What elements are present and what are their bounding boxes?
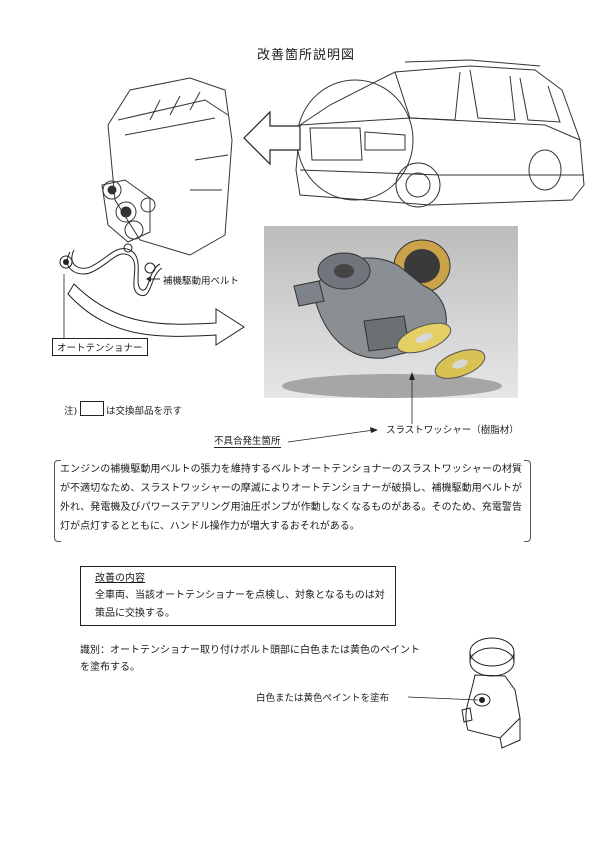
belt-label: 補機駆動用ベルト — [163, 276, 240, 287]
arrow-engine-to-photo-icon — [67, 283, 245, 346]
defect-description: エンジンの補機駆動用ベルトの張力を維持するベルトオートテンショナーのスラストワッ… — [60, 464, 522, 532]
note-text: は交換部品を示す — [106, 406, 183, 417]
replacement-part-legend-box — [80, 401, 104, 416]
improvement-body: 全車両、当該オートテンショナーを点検し、対象となるものは対策品に交換する。 — [95, 590, 385, 619]
note-prefix: 注) — [64, 406, 78, 417]
tensioner-label: オートテンショナー — [52, 338, 148, 356]
document-title: 改善箇所説明図 — [256, 48, 355, 63]
paint-caption: 白色または黄色ペイントを塗布 — [256, 693, 390, 704]
arrow-car-to-engine-icon — [243, 110, 301, 166]
notice-bracket-left — [54, 460, 61, 542]
identification-text: 識別：オートテンショナー取り付けボルト頭部に白色または黄色のペイントを塗布する。 — [80, 645, 420, 673]
improvement-box: 改善の内容 全車両、当該オートテンショナーを点検し、対象となるものは対策品に交換… — [80, 566, 396, 626]
defect-location-label: 不具合発生箇所 — [214, 433, 281, 448]
auto-tensioner-photo — [264, 226, 518, 398]
improvement-title: 改善の内容 — [95, 573, 145, 584]
thrust-washer-label: スラストワッシャー（樹脂材） — [386, 425, 519, 436]
notice-bracket-right — [524, 460, 531, 542]
